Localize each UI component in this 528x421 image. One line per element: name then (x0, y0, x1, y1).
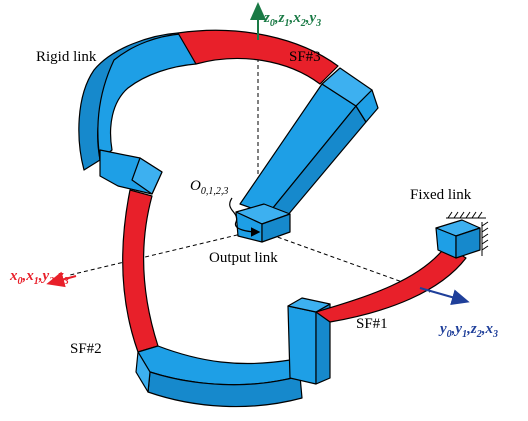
z-axis-label: z0,z1,x2,y3 (263, 10, 321, 29)
rigid-link-arc-top (97, 33, 197, 161)
origin-label-base: O (190, 178, 201, 194)
sf2-label: SF#2 (70, 341, 102, 357)
x-axis-arrow (46, 271, 77, 288)
bottom-link-front (147, 371, 303, 408)
rigid-link-label: Rigid link (36, 49, 97, 65)
origin-pointer (229, 197, 261, 237)
sf1-label: SF#1 (356, 316, 388, 332)
riser-top (287, 297, 331, 313)
sf1-flexure (315, 245, 467, 323)
sf3-flexure (177, 29, 339, 85)
fixed-link-label: Fixed link (410, 187, 472, 203)
sf2-flexure (122, 189, 159, 353)
origin-label-sub: 0,1,2,3 (201, 186, 229, 197)
bottom-link-end (135, 351, 151, 393)
sf3-label: SF#3 (289, 49, 321, 65)
ground-hatch (446, 211, 489, 256)
y-axis-arrow (419, 287, 470, 305)
fixed-link-side (455, 227, 481, 259)
output-link-label: Output link (209, 250, 278, 266)
top-arc (78, 29, 339, 195)
fixed-link-block (435, 211, 489, 259)
output-link-block (235, 203, 291, 243)
y-dashed-line (257, 229, 431, 293)
output-link-side (261, 213, 291, 243)
diagonal-bar-end-side (355, 89, 379, 123)
diagonal-bar (239, 67, 379, 223)
bottom-rigid-link (135, 297, 331, 408)
y-axis-label: y0,y1,z2,x3 (438, 321, 498, 340)
rigid-link-elbow-face (131, 157, 163, 195)
riser-front (287, 305, 317, 385)
origin-label: O0,1,2,3 (190, 178, 228, 197)
x-dashed-line (69, 229, 259, 276)
x-axis-label: x0,x1,y2,z3 (9, 268, 69, 287)
